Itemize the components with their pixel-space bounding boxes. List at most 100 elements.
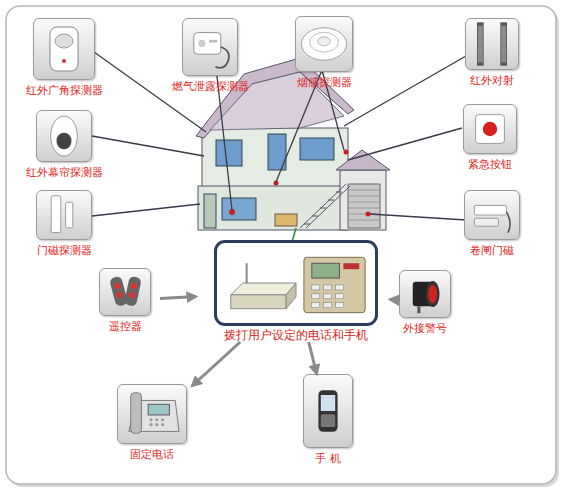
icon-rect [304,257,365,312]
icon-g [312,285,344,308]
icon-line [246,263,248,283]
icon-ellipse [310,32,339,52]
roller-door [348,184,380,228]
icon-rect [321,395,335,411]
node-label: 紧急按钮 [468,158,512,171]
leader-line [370,214,466,220]
device-frame [99,268,151,316]
icon-path [506,212,510,233]
icon-rect [474,205,506,215]
node-label: 拨打用户设定的电话和手机 [224,329,368,342]
icon-path [231,283,296,295]
leader-line [344,56,466,126]
node-label: 红外对射 [470,74,514,87]
icon-svg [465,191,519,239]
door [204,194,216,228]
leader-line [92,136,204,156]
icon-svg [466,19,518,69]
icon-svg [304,375,352,447]
node-label: 红外幕帘探测器 [26,166,103,179]
furniture [275,214,297,226]
device-frame [464,190,520,240]
icon-rect [501,26,506,63]
icon-rect [321,414,335,427]
leader-lines [92,50,466,220]
device-frame [182,18,238,76]
icon-ellipse [426,281,440,307]
icon-ellipse [428,285,437,303]
node-label: 固定电话 [130,448,174,461]
icon-ellipse [55,34,73,48]
device-node: 燃气泄露探测器 [160,18,260,93]
device-node: 红外幕帘探测器 [14,110,114,179]
icon-ellipse [302,28,347,60]
icon-rect [336,303,344,308]
icon-g [149,418,164,426]
icon-rect [318,390,337,432]
icon-rect [231,295,286,309]
icon-ellipse [318,37,331,46]
icon-circle [114,282,122,290]
icon-circle [128,291,135,298]
icon-svg [400,271,450,317]
icon-circle [116,291,124,299]
leader-line [92,204,200,216]
device-node: 红外广角探测器 [14,18,114,97]
icon-svg [37,111,91,161]
node-label: 卷闸门磁 [470,244,514,257]
icon-rect [417,306,420,313]
icon-rect [312,263,340,278]
icon-rect [209,40,217,43]
icon-svg [118,385,186,443]
device-node: 门磁探测器 [24,190,104,257]
node-label: 烟感探测器 [297,76,352,89]
icon-svg [464,105,516,153]
icon-rect [50,27,78,71]
icon-circle [155,423,158,426]
icon-svg [37,191,91,239]
icon-rect [324,285,332,290]
device-frame [36,110,92,162]
icon-svg [217,243,375,323]
stair-steps [304,192,342,224]
device-node: 遥控器 [90,268,160,333]
stairs [300,184,350,228]
device-node: 固定电话 [112,384,192,461]
device-frame [117,384,187,444]
device-frame [36,190,92,240]
icon-rect [476,115,505,144]
leader-line [348,128,462,160]
icon-svg [34,19,94,79]
connector-line [192,342,240,386]
node-label: 门磁探测器 [37,244,92,257]
icon-rect [312,294,320,299]
icon-svg [183,19,237,75]
device-node: 红外对射 [452,18,532,87]
controller-box: 拨打用户设定的电话和手机 [196,240,396,342]
icon-circle [62,59,66,63]
icon-path [215,47,229,68]
device-frame [465,18,519,70]
icon-svg [100,269,150,315]
controller-frame [214,240,378,326]
icon-rect [324,303,332,308]
icon-rect [312,285,320,290]
icon-rect [477,22,484,65]
device-frame [33,18,95,80]
icon-rect [66,202,73,228]
icon-rect [474,218,498,226]
icon-rect [131,393,142,434]
icon-ellipse [51,116,78,156]
icon-circle [161,423,164,426]
icon-path [286,283,296,309]
arrow-connector [192,342,240,386]
icon-rect [343,263,359,269]
device-frame [303,374,353,448]
icon-rect [336,285,344,290]
node-label: 红外广角探测器 [26,84,103,97]
